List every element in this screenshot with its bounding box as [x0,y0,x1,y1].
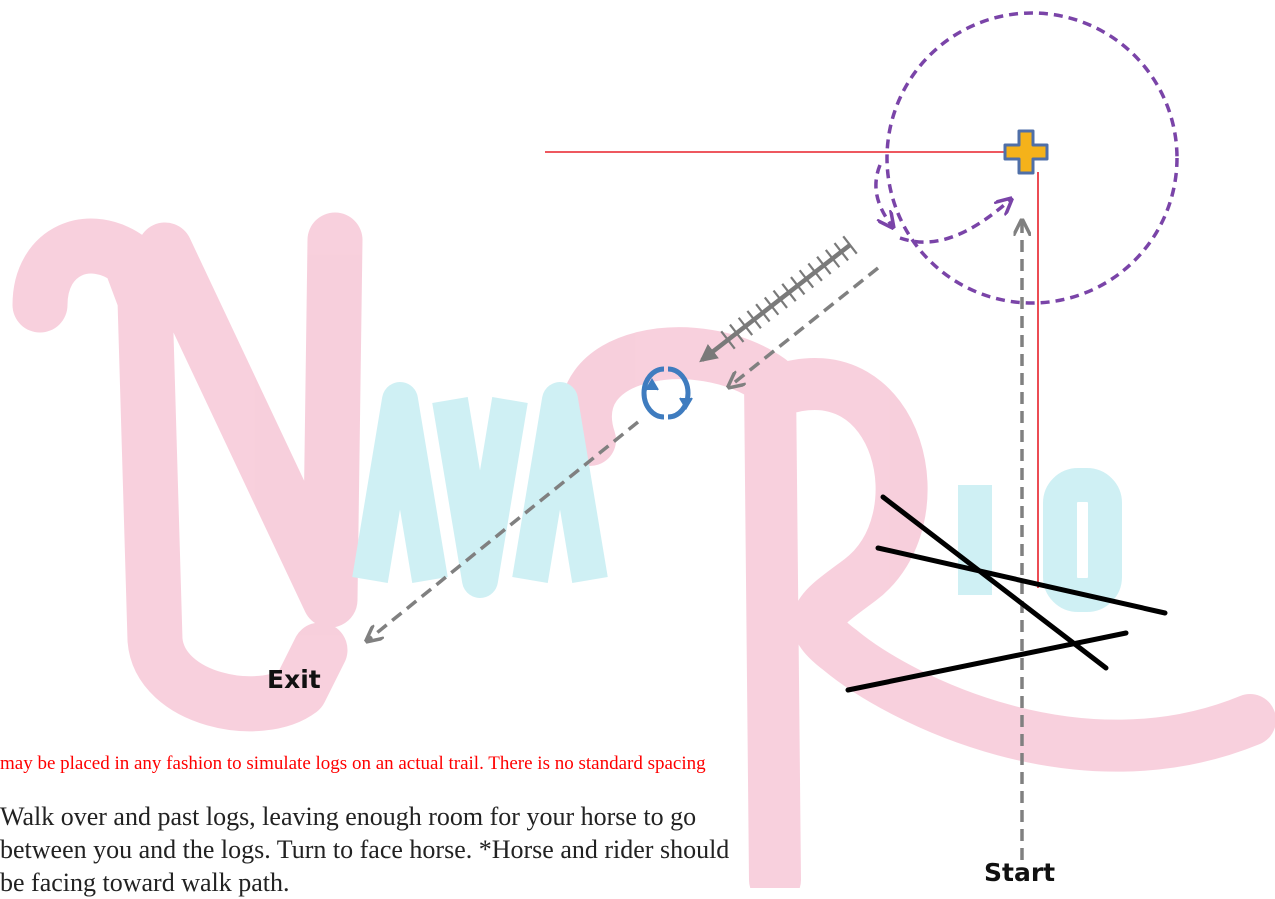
log [880,494,1109,671]
exit-label: Exit [267,665,321,694]
instructions-line: between you and the logs. Turn to face h… [0,835,730,864]
exit-path-arrow [368,420,640,640]
ladder-rung [842,235,858,255]
placement-note: may be placed in any fashion to simulate… [0,753,706,774]
watermark-letters-io [958,468,1122,612]
logs [845,494,1168,693]
guide-lines [545,151,1039,588]
watermark-letters-ava [352,382,608,598]
ladder-rung [790,276,806,296]
ladder-rung [746,310,762,329]
instructions: Walk over and past logs, leaving enough … [0,800,900,899]
ladder-rung [755,303,771,323]
diagonal-path-arrow [730,266,880,386]
watermark-letter-n [12,212,363,732]
ladder-rung [824,249,841,268]
ladder-rung [807,262,823,282]
log [875,545,1168,616]
circle-exit-arrow [899,200,1010,244]
cross-marker-icon [1003,129,1049,175]
ladder-rung [816,256,832,275]
watermark-logo [12,212,1275,888]
instructions-line: Walk over and past logs, leaving enough … [0,802,697,831]
instructions-line: be facing toward walk path. [0,868,290,897]
ladder-rung [772,289,788,309]
circle-path [885,11,1179,305]
ladder-rung [737,317,754,336]
start-label: Start [984,858,1056,887]
turn-circle-icon [641,366,693,420]
ladder-rung [833,242,849,262]
ladder-icon [699,235,858,363]
ladder-rung [763,296,780,316]
ladder-rung [798,269,815,289]
circle-entry-arc [874,164,892,226]
log [845,630,1129,693]
ladder-rung [781,283,797,302]
ladder-rung [729,323,745,343]
ladder-rung [720,330,736,350]
